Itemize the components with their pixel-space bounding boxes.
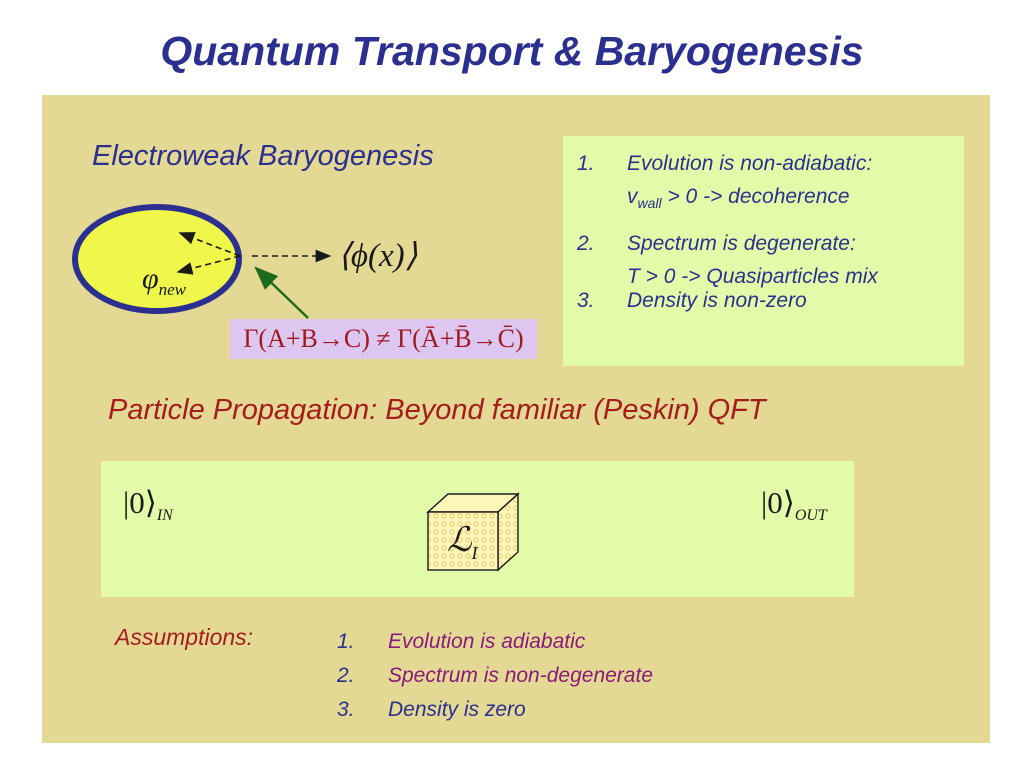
out-state: |0⟩OUT: [761, 485, 827, 525]
condition-2-num: 2.: [577, 232, 595, 255]
condition-3-num: 3.: [577, 289, 595, 312]
dash-arrow-lower: [176, 255, 241, 275]
lagrangian-label: ℒI: [447, 520, 478, 564]
assumption-3-text: Density is zero: [388, 698, 526, 721]
assumption-1-text: Evolution is adiabatic: [388, 630, 586, 653]
condition-2-line2: T > 0 -> Quasiparticles mix: [627, 265, 878, 288]
vev-label: ⟨ϕ(x)⟩: [338, 238, 418, 274]
assumption-2-text: Spectrum is non-degenerate: [388, 664, 653, 687]
in-state: |0⟩IN: [123, 485, 173, 525]
phi-symbol: φ: [142, 262, 159, 295]
rate-equation: Γ(A+B→C) ≠ Γ(Ā+B̄→C̄): [230, 319, 537, 359]
lagrangian-subscript: I: [471, 542, 478, 563]
condition-1-line1: Evolution is non-adiabatic:: [627, 152, 873, 175]
lagrangian-symbol: ℒ: [447, 522, 472, 559]
dash-arrow-upper: [178, 232, 241, 257]
conditions-box: [563, 136, 964, 366]
electroweak-heading: Electroweak Baryogenesis: [92, 140, 434, 172]
conditions-list: 1. Evolution is non-adiabatic: vwall > 0…: [577, 152, 957, 332]
assumptions-list: 1. Evolution is adiabatic 2. Spectrum is…: [337, 630, 757, 730]
assumption-2-num: 2.: [337, 664, 355, 687]
condition-3-line1: Density is non-zero: [627, 289, 807, 312]
assumption-3-num: 3.: [337, 698, 355, 721]
condition-2-line1: Spectrum is degenerate:: [627, 232, 856, 255]
green-arrow: [254, 266, 309, 319]
assumption-1-num: 1.: [337, 630, 355, 653]
slide-title: Quantum Transport & Baryogenesis: [160, 28, 864, 74]
condition-1-line2: vwall > 0 -> decoherence: [627, 185, 850, 212]
propagation-heading: Particle Propagation: Beyond familiar (P…: [108, 394, 766, 426]
condition-1-num: 1.: [577, 152, 595, 175]
assumptions-label: Assumptions:: [115, 624, 254, 650]
phi-new-label: φnew: [142, 262, 186, 300]
bubble: [72, 204, 242, 314]
phi-subscript: new: [158, 280, 186, 299]
